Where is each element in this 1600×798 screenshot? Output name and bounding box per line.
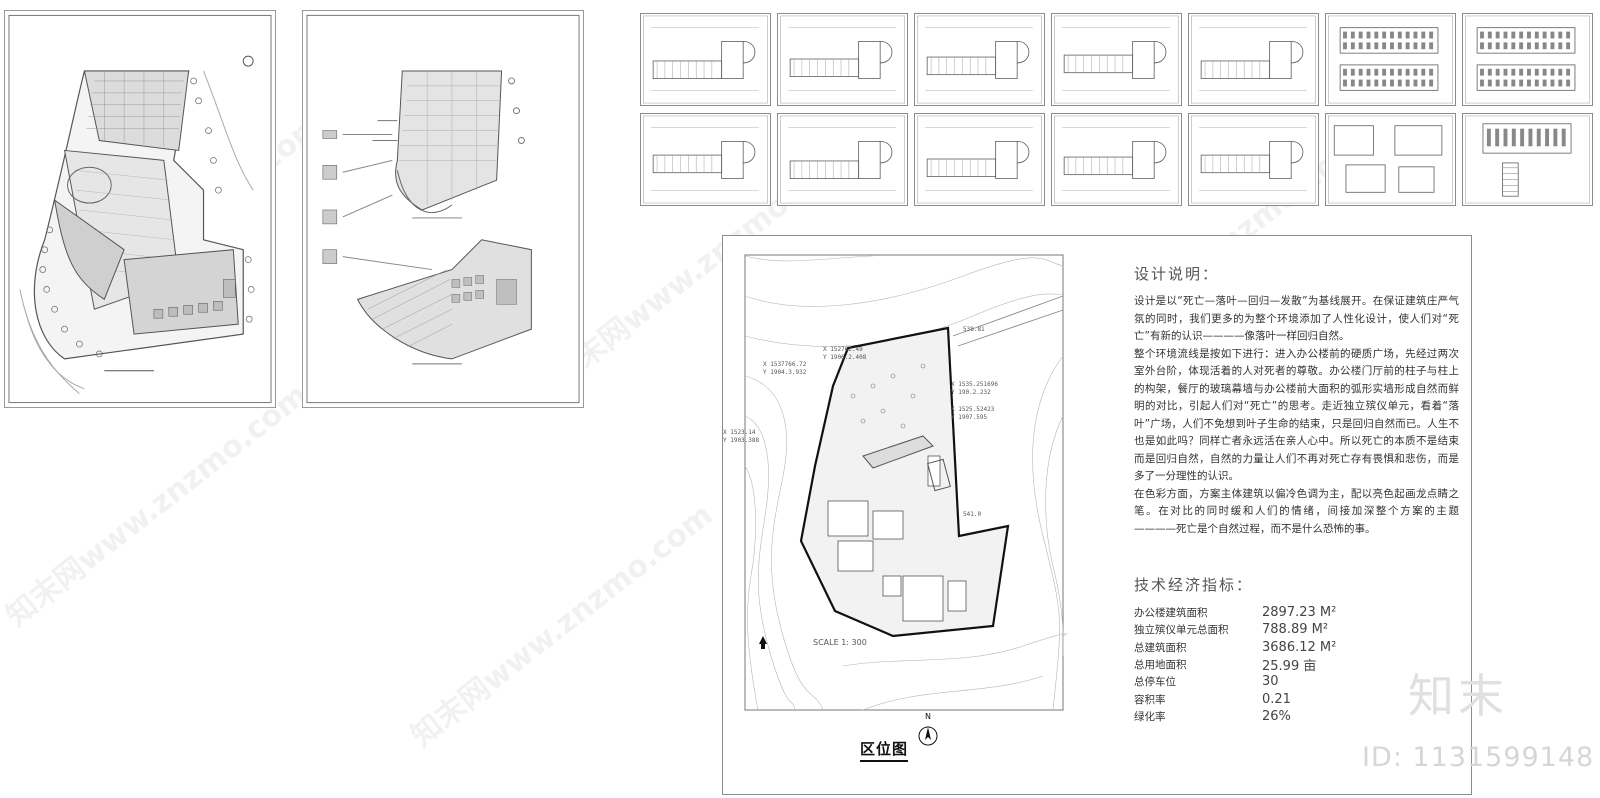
tech-row: 绿化率 26%	[1134, 708, 1434, 725]
thumbnail-drawing	[643, 115, 768, 204]
design-notes-body: 设计是以“死亡—落叶—回归—发散”为基线展开。在保证建筑庄严气氛的同时，我们更多…	[1134, 293, 1459, 538]
tech-value: 3686.12 M²	[1262, 639, 1337, 655]
svg-text:541.0: 541.0	[963, 511, 981, 518]
thumbnail-drawing	[1465, 115, 1590, 204]
thumbnail-drawing	[1328, 115, 1453, 204]
tech-value: 0.21	[1262, 691, 1291, 707]
thumbnail-drawing	[1191, 15, 1316, 104]
thumbnail-drawing	[917, 115, 1042, 204]
svg-text:Y 1904.3.932: Y 1904.3.932	[763, 369, 807, 376]
drawing-thumbnail-plan	[1188, 13, 1319, 106]
drawing-thumbnail-elevation	[1462, 13, 1593, 106]
drawing-thumbnail-elevation	[1325, 13, 1456, 106]
design-notes-title: 设计说明：	[1134, 265, 1220, 283]
svg-text:Y 1906.2.408: Y 1906.2.408	[823, 354, 867, 361]
tech-label: 总用地面积	[1134, 659, 1187, 672]
drawing-thumbnail-plan	[640, 113, 771, 206]
tech-label: 总停车位	[1134, 676, 1176, 689]
drawing-thumbnail-plan	[777, 113, 908, 206]
thumbnail-drawing	[780, 15, 905, 104]
thumbnail-drawing	[643, 15, 768, 104]
site-plan-drawing	[8, 14, 272, 404]
svg-text:X 152762.49: X 152762.49	[823, 346, 863, 353]
svg-text:X 1523.14: X 1523.14	[723, 429, 756, 436]
design-notes-paragraph: 设计是以“死亡—落叶—回归—发散”为基线展开。在保证建筑庄严气氛的同时，我们更多…	[1134, 295, 1459, 342]
thumbnail-drawing	[780, 115, 905, 204]
tech-label: 独立殡仪单元总面积	[1134, 624, 1229, 637]
drawing-thumbnail-plan	[1051, 113, 1182, 206]
drawing-thumbnail-plan	[1051, 13, 1182, 106]
svg-text:Y 190.2.232: Y 190.2.232	[951, 389, 991, 396]
thumbnail-drawing	[1191, 115, 1316, 204]
tech-label: 总建筑面积	[1134, 641, 1187, 654]
watermark: 知末网www.znzmo.com	[0, 377, 315, 634]
tech-value: 788.89 M²	[1262, 622, 1329, 638]
tech-row: 独立殡仪单元总面积 788.89 M²	[1134, 621, 1434, 638]
drawing-thumbnail-plan	[777, 13, 908, 106]
tech-indicators-list: 办公楼建筑面积 2897.23 M² 独立殡仪单元总面积 788.89 M² 总建筑…	[1134, 604, 1434, 725]
design-notes-paragraph: 在色彩方面，方案主体建筑以偏冷色调为主，配以亮色起画龙点睛之笔。在对比的同时缓和…	[1134, 487, 1459, 535]
tech-value: 25.99 亩	[1262, 659, 1317, 675]
north-label: N	[925, 712, 931, 721]
tech-value: 26%	[1262, 708, 1291, 724]
asset-id-label: ID: 1131599148	[1362, 742, 1595, 773]
svg-text:X 1525.52423: X 1525.52423	[951, 406, 995, 413]
drawing-thumbnail-plan	[914, 13, 1045, 106]
location-map-drawing: X 152762.49Y 1906.2.408 X 1537766.72Y 19…	[723, 254, 1067, 746]
tech-row: 容积率 0.21	[1134, 690, 1434, 707]
tech-label: 容积率	[1134, 693, 1166, 706]
drawing-thumbnail-detail	[1325, 113, 1456, 206]
tech-indicators-title: 技术经济指标：	[1134, 576, 1254, 594]
drawing-thumbnail-plan	[914, 113, 1045, 206]
svg-text:538.81: 538.81	[963, 326, 985, 333]
brand-logo: 知末	[1408, 669, 1508, 723]
tech-value: 30	[1262, 674, 1279, 690]
drawing-thumbnail-plan	[640, 13, 771, 106]
landscape-plan-sheet	[302, 10, 584, 408]
tech-label: 绿化率	[1134, 710, 1166, 723]
landscape-plan-drawing	[306, 14, 580, 404]
thumbnail-drawing	[1465, 15, 1590, 104]
thumbnail-drawing	[917, 15, 1042, 104]
drawing-thumbnail-plan	[1188, 113, 1319, 206]
tech-row: 总建筑面积 3686.12 M²	[1134, 639, 1434, 656]
tech-row: 办公楼建筑面积 2897.23 M²	[1134, 604, 1434, 621]
thumbnail-drawing	[1054, 115, 1179, 204]
svg-text:Y 1903.388: Y 1903.388	[723, 437, 760, 444]
design-notes-paragraph: 整个环境流线是按如下进行：进入办公楼前的硬质广场，先经过两次室外台阶，体现活着的…	[1134, 347, 1459, 483]
site-plan-sheet	[4, 10, 276, 408]
tech-value: 2897.23 M²	[1262, 605, 1337, 621]
location-map-title: 区位图	[860, 738, 909, 762]
watermark: 知末网www.znzmo.com	[404, 497, 720, 754]
map-scale-label: SCALE 1: 300	[813, 638, 867, 647]
thumbnail-drawing	[1054, 15, 1179, 104]
tech-row: 总停车位 30	[1134, 673, 1434, 690]
drawing-thumbnail-section	[1462, 113, 1593, 206]
svg-text:X 1535.251696: X 1535.251696	[951, 381, 998, 388]
tech-row: 总用地面积 25.99 亩	[1134, 656, 1434, 675]
thumbnail-drawing	[1328, 15, 1453, 104]
svg-text:X 1537766.72: X 1537766.72	[763, 361, 807, 368]
tech-label: 办公楼建筑面积	[1134, 607, 1208, 620]
svg-text:Y 1907.595: Y 1907.595	[951, 414, 988, 421]
